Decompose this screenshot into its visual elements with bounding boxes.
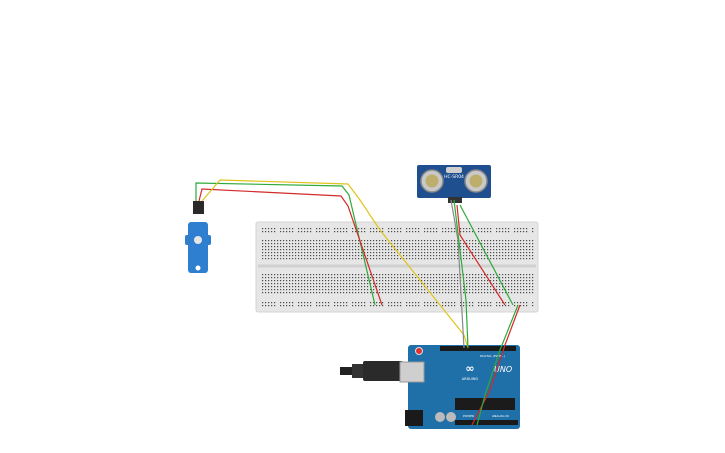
arduino-uno-board[interactable]: ∞ UNO ARDUINO DIGITAL (PWM~) POWER ANALO…: [340, 345, 520, 429]
servo-horn[interactable]: [194, 236, 202, 244]
wire-sensor-green-1[interactable]: [453, 199, 469, 349]
wire-servo-red[interactable]: [198, 188, 383, 306]
servo-motor[interactable]: [185, 201, 211, 273]
digital-header-label: DIGITAL (PWM~): [480, 354, 505, 358]
analog-header-label: ANALOG IN: [492, 414, 509, 418]
reset-button[interactable]: [415, 347, 423, 355]
ultrasonic-sensor[interactable]: HC-SR04: [417, 165, 491, 203]
servo-connector: [193, 201, 204, 214]
microcontroller-chip: [455, 398, 515, 410]
wire-servo-green[interactable]: [195, 182, 376, 306]
usb-cable-plug: [340, 367, 352, 375]
wire-sensor-gray[interactable]: [450, 199, 465, 349]
capacitor-1: [435, 412, 445, 422]
sensor-pin-header: [448, 197, 462, 203]
arduino-brand-label: UNO: [494, 365, 512, 374]
wire-sensor-red[interactable]: [456, 204, 506, 306]
power-header-label: POWER: [463, 414, 474, 418]
sensor-mesh-left: [425, 174, 439, 188]
servo-mount-hole: [195, 265, 201, 271]
capacitor-2: [446, 412, 456, 422]
sensor-model-label: HC-SR04: [444, 174, 464, 180]
usb-port[interactable]: [399, 361, 425, 383]
sensor-mesh-right: [469, 174, 483, 188]
breadboard[interactable]: [255, 221, 539, 313]
wire-servo-yellow[interactable]: [201, 179, 469, 349]
power-jack[interactable]: [405, 410, 423, 426]
wires[interactable]: [195, 179, 521, 426]
wire-arduino-green[interactable]: [476, 304, 519, 426]
arduino-subtitle: ARDUINO: [462, 377, 479, 381]
sensor-crystal: [446, 167, 462, 173]
power-analog-header[interactable]: [455, 420, 518, 425]
arduino-infinity-logo: ∞: [465, 362, 474, 375]
wire-arduino-red[interactable]: [471, 304, 521, 426]
wire-sensor-green-2[interactable]: [459, 204, 514, 306]
digital-header[interactable]: [440, 346, 516, 351]
usb-cable: [352, 364, 364, 378]
